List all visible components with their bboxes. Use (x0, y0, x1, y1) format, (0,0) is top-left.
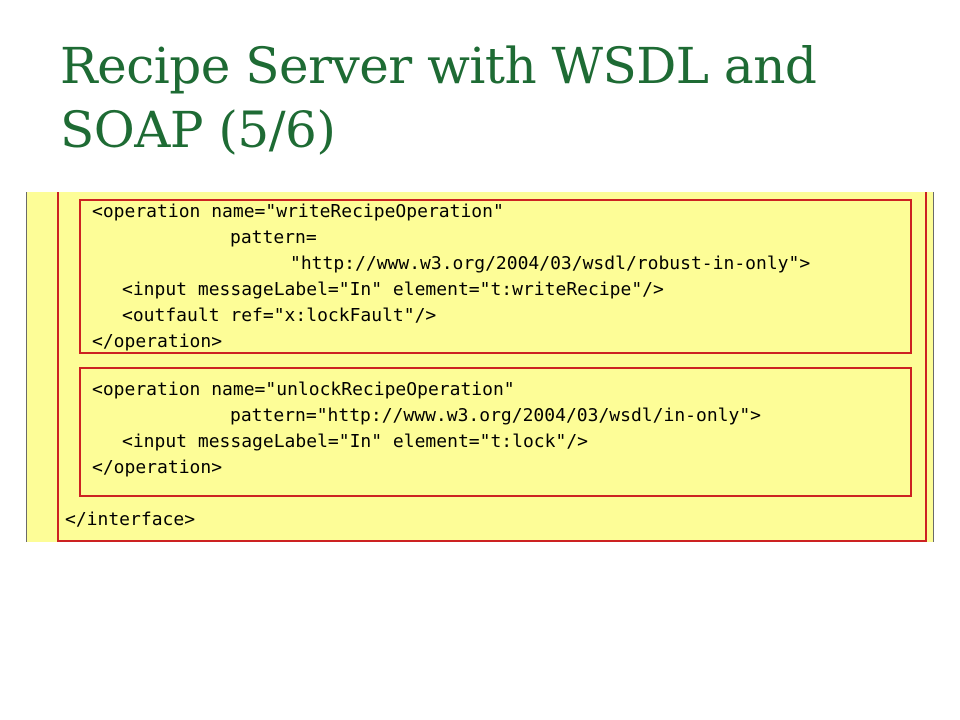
slide-title: Recipe Server with WSDL and SOAP (5/6) (60, 37, 817, 159)
interface-frame (57, 192, 927, 542)
code-line-op2-close: </operation> (92, 457, 223, 478)
code-line-op2-open: <operation name="unlockRecipeOperation" (92, 379, 515, 400)
code-line-op2-input: <input messageLabel="In" element="t:lock… (122, 431, 588, 452)
write-operation-box (79, 199, 912, 354)
code-line-op2-pattern: pattern="http://www.w3.org/2004/03/wsdl/… (230, 405, 762, 426)
code-line-op1-outfault: <outfault ref="x:lockFault"/> (122, 305, 437, 326)
unlock-operation-box (79, 367, 912, 497)
code-line-op1-pattern-value: "http://www.w3.org/2004/03/wsdl/robust-i… (290, 253, 811, 274)
code-line-op1-open: <operation name="writeRecipeOperation" (92, 201, 504, 222)
code-line-op1-pattern-attr: pattern= (230, 227, 317, 248)
code-line-interface-close: </interface> (65, 509, 196, 530)
code-line-op1-input: <input messageLabel="In" element="t:writ… (122, 279, 664, 300)
code-line-op1-close: </operation> (92, 331, 223, 352)
